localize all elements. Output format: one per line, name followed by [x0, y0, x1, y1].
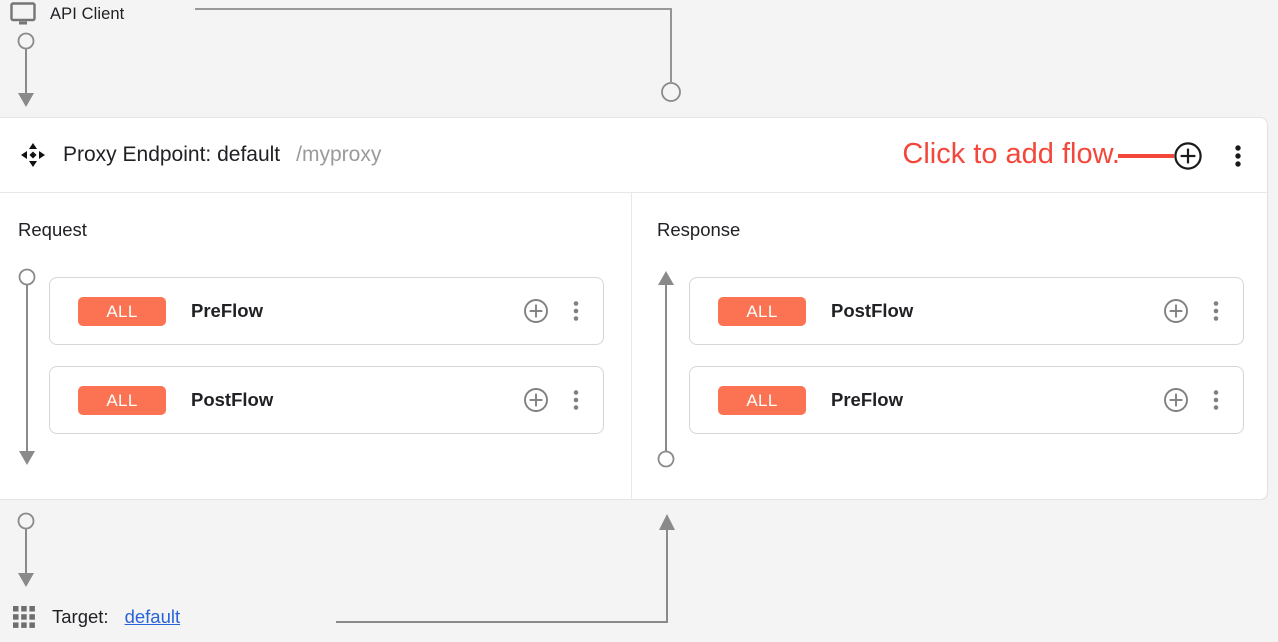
- response-flow-direction-arrow: [657, 271, 675, 468]
- proxy-endpoint-basepath: /myproxy: [296, 143, 382, 166]
- flow-card-actions: [523, 387, 587, 413]
- flow-name: PreFlow: [831, 389, 903, 410]
- flow-badge: ALL: [78, 296, 166, 326]
- client-to-endpoint-connector: [195, 8, 681, 102]
- target-label: Target:: [52, 606, 109, 627]
- target-default-link[interactable]: default: [124, 606, 181, 627]
- flow-name: PreFlow: [191, 300, 263, 321]
- add-step-button[interactable]: [523, 298, 549, 324]
- response-column-heading: Response: [657, 219, 741, 240]
- move-handle-icon[interactable]: [19, 141, 47, 169]
- response-flow-list: ALL PostFlow: [689, 277, 1244, 455]
- flow-card[interactable]: ALL PostFlow: [49, 366, 604, 434]
- kebab-menu-icon[interactable]: [565, 298, 587, 324]
- apps-grid-icon: [13, 606, 35, 628]
- flow-name: PostFlow: [831, 300, 914, 321]
- add-flow-annotation: Click to add flow.: [902, 138, 1120, 170]
- proxy-endpoint-header-actions: Click to add flow.: [902, 118, 1253, 193]
- add-flow-button[interactable]: [1173, 141, 1203, 171]
- proxy-endpoint-title: Proxy Endpoint: default: [63, 143, 281, 166]
- add-step-button[interactable]: [1163, 387, 1189, 413]
- proxy-endpoint-header: Proxy Endpoint: default /myproxy Click t…: [0, 118, 1267, 193]
- target-band: [0, 500, 1278, 642]
- flow-badge: ALL: [718, 385, 806, 415]
- kebab-menu-icon[interactable]: [1225, 141, 1251, 171]
- request-flow-list: ALL PreFlow: [49, 277, 604, 455]
- endpoint-to-target-arrow: [17, 512, 35, 587]
- flow-name: PostFlow: [191, 389, 274, 410]
- add-step-button[interactable]: [523, 387, 549, 413]
- flow-card-actions: [523, 298, 587, 324]
- response-column: Response ALL PostFlow: [631, 193, 1267, 499]
- kebab-menu-icon[interactable]: [565, 387, 587, 413]
- add-step-button[interactable]: [1163, 298, 1189, 324]
- flow-card[interactable]: ALL PostFlow: [689, 277, 1244, 345]
- client-downstream-arrow: [17, 32, 35, 107]
- flow-card-actions: [1163, 298, 1227, 324]
- target-to-endpoint-connector: [336, 514, 675, 623]
- flow-badge: ALL: [718, 296, 806, 326]
- flow-card-actions: [1163, 387, 1227, 413]
- api-client-node[interactable]: API Client: [10, 2, 124, 26]
- request-column-heading: Request: [18, 219, 87, 240]
- kebab-menu-icon[interactable]: [1205, 298, 1227, 324]
- request-column: Request ALL PreFlow: [0, 193, 631, 499]
- api-client-band: API Client: [0, 0, 1278, 117]
- kebab-menu-icon[interactable]: [1205, 387, 1227, 413]
- monitor-icon: [10, 2, 36, 26]
- request-flow-direction-arrow: [18, 268, 36, 465]
- target-node[interactable]: Target: default: [12, 605, 180, 629]
- proxy-endpoint-card: Proxy Endpoint: default /myproxy Click t…: [0, 117, 1268, 500]
- flow-badge: ALL: [78, 385, 166, 415]
- flow-card[interactable]: ALL PreFlow: [689, 366, 1244, 434]
- annotation-leader-line: [1118, 153, 1174, 158]
- api-client-label: API Client: [50, 4, 125, 23]
- flow-columns: Request ALL PreFlow: [0, 193, 1267, 499]
- flow-card[interactable]: ALL PreFlow: [49, 277, 604, 345]
- monitor-icon-svg: [10, 2, 36, 25]
